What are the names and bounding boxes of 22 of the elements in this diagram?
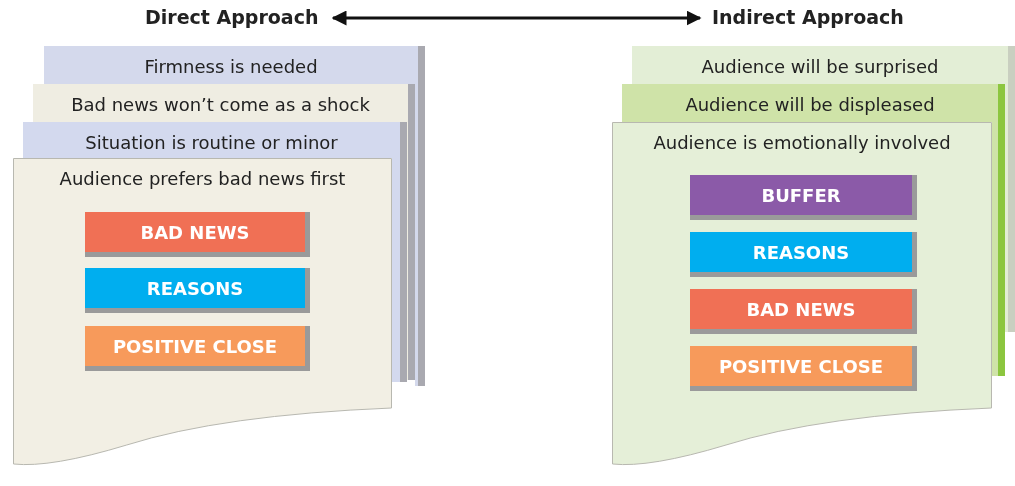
- condition-text: Audience prefers bad news first: [58, 168, 347, 189]
- page-sheet: [44, 46, 425, 84]
- page-sheet: [622, 84, 1005, 122]
- page-sheet: [632, 46, 1015, 84]
- message-step: BAD NEWS: [85, 212, 310, 257]
- message-step: BAD NEWS: [690, 289, 917, 334]
- condition-text: Situation is routine or minor: [84, 132, 339, 153]
- approach-heading: Direct Approach: [145, 6, 325, 32]
- condition-text: Audience will be surprised: [700, 56, 940, 77]
- message-step: POSITIVE CLOSE: [85, 326, 310, 371]
- double-arrow: [331, 10, 702, 26]
- message-step: BUFFER: [690, 175, 917, 220]
- condition-text: Audience is emotionally involved: [652, 132, 952, 153]
- page-sheet: [33, 84, 415, 122]
- message-step: REASONS: [690, 232, 917, 277]
- page-sheet: [23, 122, 407, 158]
- approach-heading: Indirect Approach: [712, 6, 912, 32]
- condition-text: Bad news won’t come as a shock: [70, 94, 371, 115]
- message-step: REASONS: [85, 268, 310, 313]
- condition-text: Firmness is needed: [143, 56, 319, 77]
- message-step: POSITIVE CLOSE: [690, 346, 917, 391]
- condition-text: Audience will be displeased: [684, 94, 936, 115]
